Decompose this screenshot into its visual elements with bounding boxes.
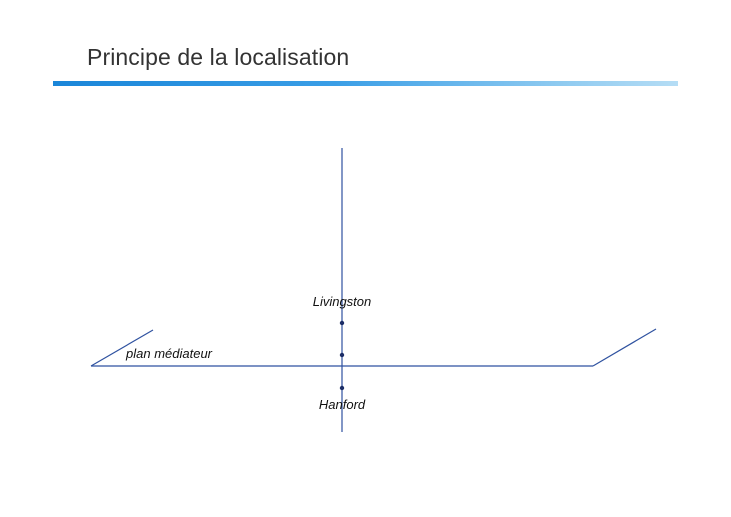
plane-left-edge [90,329,154,367]
midpoint-dot [339,352,345,358]
livingston-dot [339,320,345,326]
slide-title: Principe de la localisation [87,44,350,70]
livingston-label: Livingston [313,294,372,309]
plane-label: plan médiateur [125,346,213,361]
hanford-dot [339,385,345,391]
hanford-label: Hanford [319,397,366,412]
title-rule [53,81,678,86]
plane-right-edge [592,328,657,367]
